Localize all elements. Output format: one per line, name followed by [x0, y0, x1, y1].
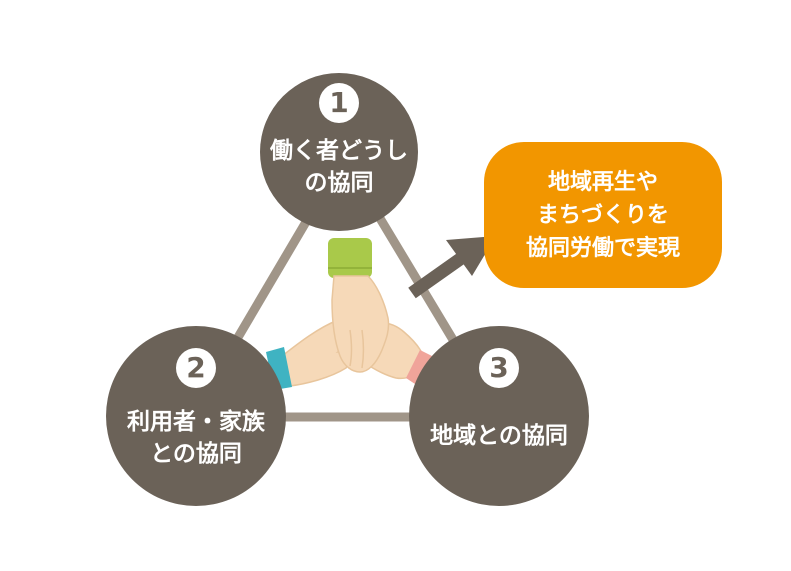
node-label: 働く者どうし の協同	[260, 135, 418, 199]
hand-top-icon	[328, 238, 390, 373]
node-community-cooperation: 3 地域との協同	[409, 326, 589, 506]
node-worker-cooperation: 1 働く者どうし の協同	[260, 73, 418, 231]
goal-box: 地域再生や まちづくりを 協同労働で実現	[484, 142, 722, 288]
arrow-to-goal-icon	[408, 236, 496, 299]
node-number-badge: 2	[176, 348, 216, 388]
node-label: 利用者・家族 との協同	[106, 406, 286, 470]
goal-line: 協同労働で実現	[525, 236, 680, 261]
node-number-badge: 3	[479, 348, 519, 388]
node-label-line: との協同	[150, 441, 242, 467]
node-label: 地域との協同	[409, 420, 589, 452]
node-user-family-cooperation: 2 利用者・家族 との協同	[106, 326, 286, 506]
node-label-line: 利用者・家族	[127, 409, 265, 435]
node-label-line: 地域との協同	[430, 423, 568, 449]
node-label-line: の協同	[304, 170, 374, 196]
goal-line: 地域再生や	[547, 170, 658, 195]
node-label-line: 働く者どうし	[270, 138, 408, 164]
goal-line: まちづくりを	[536, 203, 669, 228]
node-number-badge: 1	[319, 83, 359, 123]
